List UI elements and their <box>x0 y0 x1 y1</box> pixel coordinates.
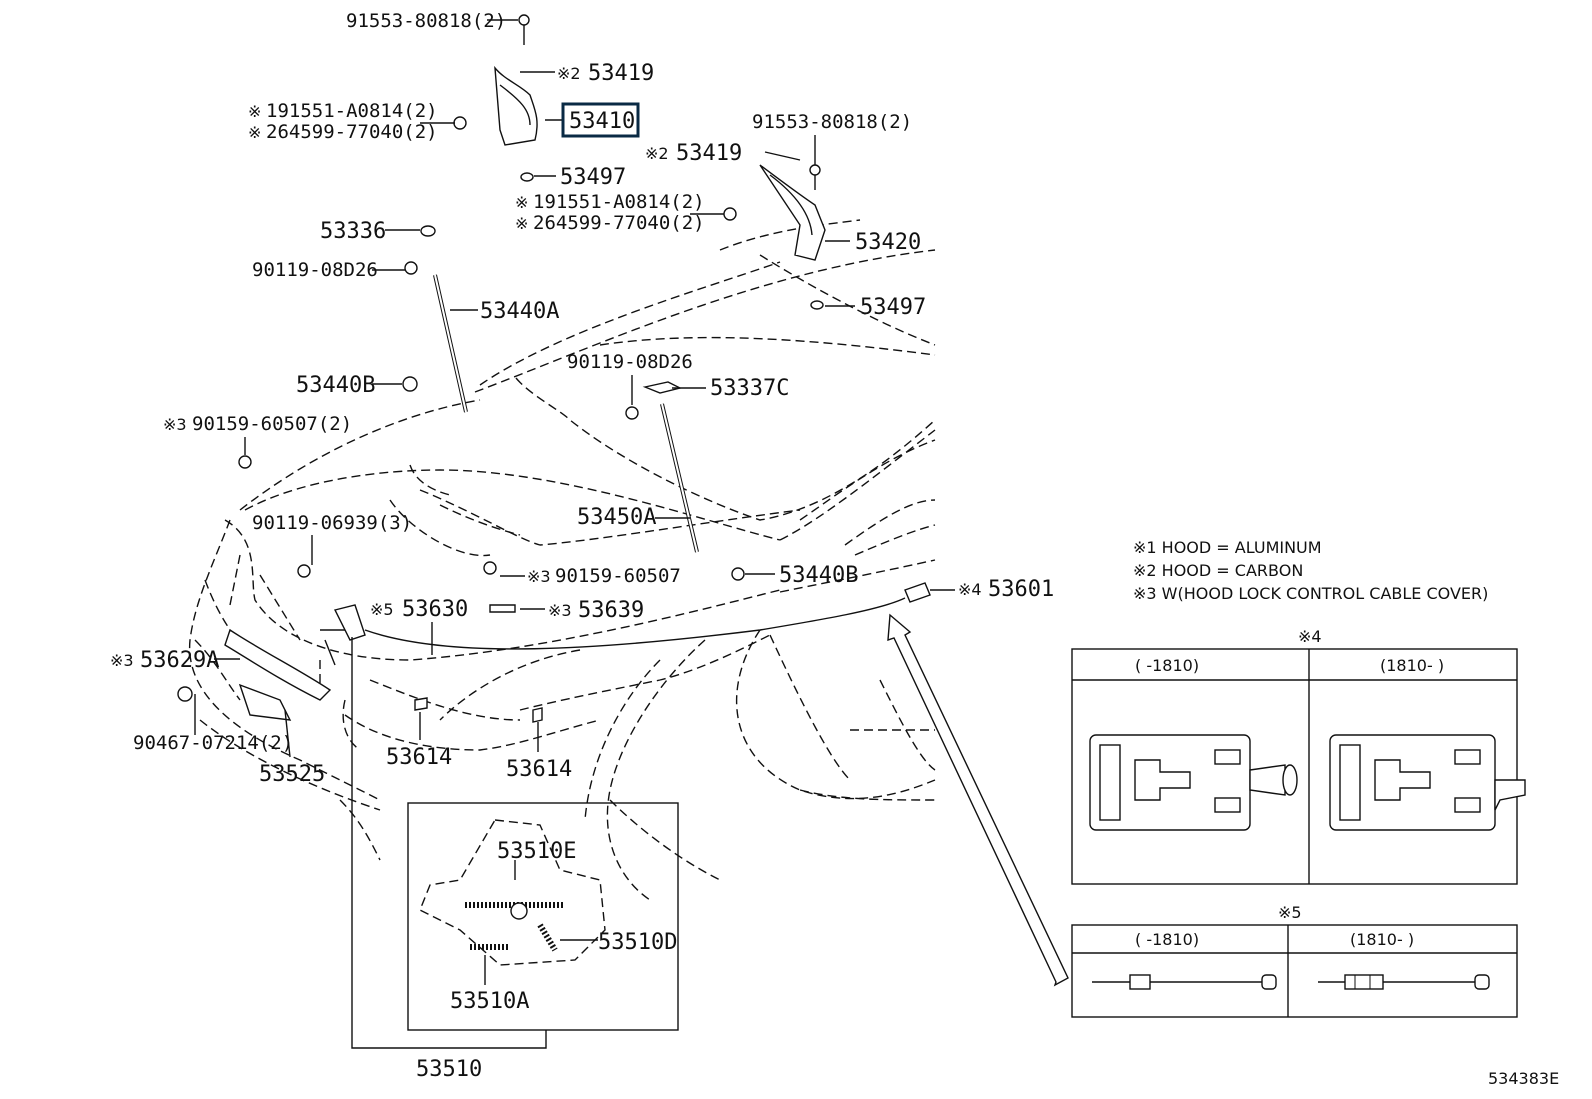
table5-col2: (1810- ) <box>1350 930 1414 949</box>
callout-90159-b: 90159-60507 <box>555 565 681 587</box>
callout-53510: 53510 <box>416 1057 482 1082</box>
callout-53420: 53420 <box>855 230 921 255</box>
callout-53510e: 53510E <box>497 839 576 864</box>
callout-53419-top-mark: ※2 <box>557 64 581 83</box>
callout-53419-right-mark: ※2 <box>645 144 669 163</box>
callout-53497-top: 53497 <box>560 165 626 190</box>
callout-53410[interactable]: 53410 <box>569 109 635 134</box>
callout-53630: 53630 <box>402 597 468 622</box>
callout-53614-a: 53614 <box>386 745 452 770</box>
callout-53419-top: 53419 <box>588 61 654 86</box>
table-5: ※5 ( -1810) (1810- ) <box>1071 903 1518 1018</box>
callout-53450a: 53450A <box>577 505 656 530</box>
callout-53440a: 53440A <box>480 299 559 324</box>
car-body-outline <box>188 219 936 901</box>
callout-53510a: 53510A <box>450 989 529 1014</box>
callout-53525: 53525 <box>259 762 325 787</box>
callout-53510d: 53510D <box>598 930 677 955</box>
table4-col1: ( -1810) <box>1135 656 1199 675</box>
callout-64599-left-mark: ※ <box>248 123 261 142</box>
notes: ※1 HOOD = ALUMINUM ※2 HOOD = CARBON ※3 W… <box>1133 538 1488 603</box>
connector-new-drawing <box>1329 734 1526 831</box>
cable-old-drawing <box>1092 974 1277 990</box>
callout-53440b-left: 53440B <box>296 373 375 398</box>
hood-lock-area <box>177 455 931 723</box>
callout-91551-right-mark: ※ <box>515 193 528 212</box>
callout-53601-mark: ※4 <box>958 580 982 599</box>
note-1: ※1 HOOD = ALUMINUM <box>1133 538 1322 557</box>
callout-53639-mark: ※3 <box>548 601 572 620</box>
callout-90159-a-mark: ※3 <box>163 415 187 434</box>
callout-64599-right: 264599-77040(2) <box>533 212 705 234</box>
callout-90119-08d26-a: 90119-08D26 <box>252 259 378 281</box>
callout-53337c: 53337C <box>710 376 789 401</box>
callout-53497-right: 53497 <box>860 295 926 320</box>
diagram-id: 534383E <box>1488 1069 1559 1088</box>
callout-64599-right-mark: ※ <box>515 214 528 233</box>
callout-90467-07214: 90467-07214(2) <box>133 732 293 754</box>
callout-91553-80818-right: 91553-80818(2) <box>752 111 912 133</box>
callout-90119-08d26-b: 90119-08D26 <box>567 351 693 373</box>
callout-53601: 53601 <box>988 577 1054 602</box>
note-2: ※2 HOOD = CARBON <box>1133 561 1303 580</box>
callout-90159-a: 90159-60507(2) <box>192 413 352 435</box>
callout-53629a: 53629A <box>140 648 219 673</box>
callout-53614-b: 53614 <box>506 757 572 782</box>
leader-lines <box>194 19 955 1049</box>
callout-91551-right: 191551-A0814(2) <box>533 191 705 213</box>
stay-53440a <box>402 225 468 413</box>
note-3: ※3 W(HOOD LOCK CONTROL CABLE COVER) <box>1133 584 1488 603</box>
table5-col1: ( -1810) <box>1135 930 1199 949</box>
callout-53336: 53336 <box>320 219 386 244</box>
callout-53419-right: 53419 <box>676 141 742 166</box>
table5-title: ※5 <box>1278 903 1302 922</box>
callout-53629a-mark: ※3 <box>110 651 134 670</box>
connector-old-drawing <box>1089 734 1298 831</box>
highlight-box-53410 <box>561 102 640 138</box>
callout-labels: 91553-80818(2) ※2 53419 ※ 191551-A0814(2… <box>110 10 1054 1082</box>
callout-91551-left: 191551-A0814(2) <box>266 100 438 122</box>
callout-91553-80818-top: 91553-80818(2) <box>346 10 506 32</box>
hinge-right-53420 <box>723 164 826 310</box>
table4-col2: (1810- ) <box>1380 656 1444 675</box>
stay-53450a <box>625 381 745 581</box>
callout-53630-mark: ※5 <box>370 600 394 619</box>
callout-90119-06939: 90119-06939(3) <box>252 512 412 534</box>
callout-53440b-right: 53440B <box>779 563 858 588</box>
callout-90159-b-mark: ※3 <box>527 567 551 586</box>
callout-64599-left: 264599-77040(2) <box>266 121 438 143</box>
table-4: ※4 ( -1810) (1810- ) <box>1071 627 1526 885</box>
callout-53639: 53639 <box>578 598 644 623</box>
detail-inset-53510 <box>407 802 679 1031</box>
table4-title: ※4 <box>1298 627 1322 646</box>
arrow-to-detail <box>887 613 1069 987</box>
cable-new-drawing <box>1318 974 1490 990</box>
hinge-left-53410 <box>453 14 538 182</box>
callout-91551-left-mark: ※ <box>248 102 261 121</box>
